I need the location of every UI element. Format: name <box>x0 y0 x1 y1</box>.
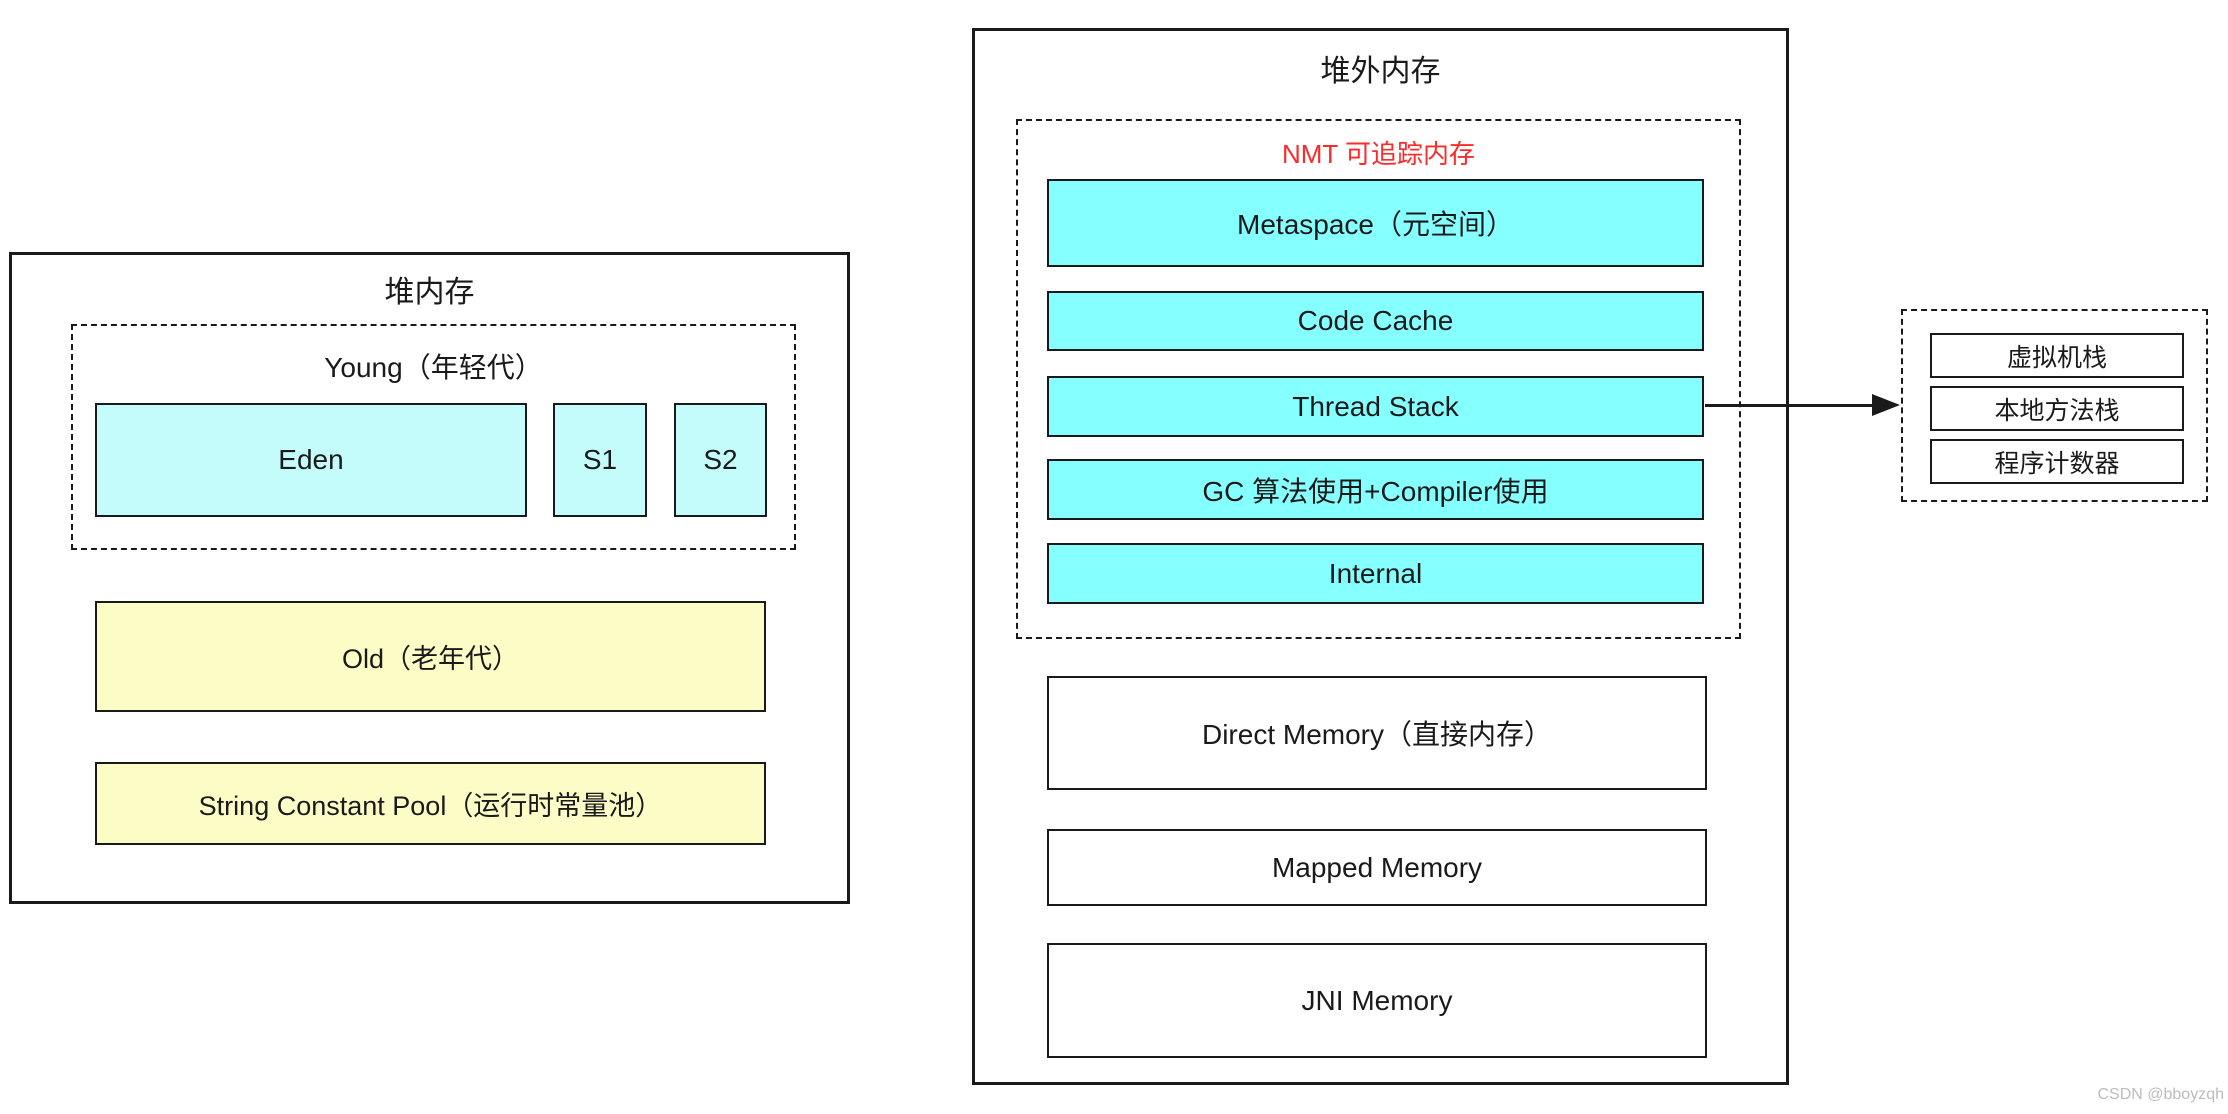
jni-memory-box: JNI Memory <box>1047 943 1707 1058</box>
metaspace-label: Metaspace（元空间） <box>1237 209 1514 240</box>
program-counter-label: 程序计数器 <box>1994 449 2120 478</box>
thread-stack-box: Thread Stack <box>1047 376 1704 437</box>
nmt-title: NMT 可追踪内存 <box>1281 139 1476 169</box>
internal-box: Internal <box>1047 543 1704 604</box>
thread-stack-label: Thread Stack <box>1292 390 1459 422</box>
internal-label: Internal <box>1328 557 1423 589</box>
young-gen-title: Young（年轻代） <box>324 352 543 383</box>
nmt-dashed-box <box>1016 119 1741 639</box>
direct-memory-box: Direct Memory（直接内存） <box>1047 676 1707 790</box>
direct-memory-label: Direct Memory（直接内存） <box>1201 719 1552 750</box>
s2-label: S2 <box>703 444 738 475</box>
eden-box: Eden <box>95 403 527 517</box>
young-gen-dashed-box <box>71 324 796 550</box>
eden-label: Eden <box>278 444 344 475</box>
gc-compiler-label: GC 算法使用+Compiler使用 <box>1202 475 1549 507</box>
old-gen-box: Old（老年代） <box>95 601 766 712</box>
heap-memory-title: 堆内存 <box>384 276 475 309</box>
string-constant-pool-box: String Constant Pool（运行时常量池） <box>95 762 766 845</box>
mapped-memory-box: Mapped Memory <box>1047 829 1707 906</box>
string-constant-pool-label: String Constant Pool（运行时常量池） <box>198 791 663 821</box>
jni-memory-label: JNI Memory <box>1301 984 1453 1016</box>
native-method-stack-label: 本地方法栈 <box>1994 396 2120 425</box>
thread-detail-dashed-box <box>1901 309 2208 502</box>
program-counter-box: 程序计数器 <box>1930 439 2184 484</box>
vm-stack-box: 虚拟机栈 <box>1930 333 2184 378</box>
native-method-stack-box: 本地方法栈 <box>1930 386 2184 431</box>
arrow-head-icon <box>1872 394 1900 416</box>
vm-stack-label: 虚拟机栈 <box>2006 343 2107 372</box>
mapped-memory-label: Mapped Memory <box>1271 851 1483 883</box>
s1-survivor-box: S1 <box>553 403 647 517</box>
s2-survivor-box: S2 <box>674 403 767 517</box>
watermark: CSDN @bboyzqh <box>2097 1086 2224 1103</box>
code-cache-box: Code Cache <box>1047 291 1704 351</box>
metaspace-box: Metaspace（元空间） <box>1047 179 1704 267</box>
arrow-line <box>1705 404 1877 407</box>
s1-label: S1 <box>582 444 618 475</box>
gc-compiler-box: GC 算法使用+Compiler使用 <box>1047 459 1704 520</box>
old-gen-label: Old（老年代） <box>341 644 520 674</box>
off-heap-memory-title: 堆外内存 <box>1320 55 1441 88</box>
code-cache-label: Code Cache <box>1297 305 1454 336</box>
